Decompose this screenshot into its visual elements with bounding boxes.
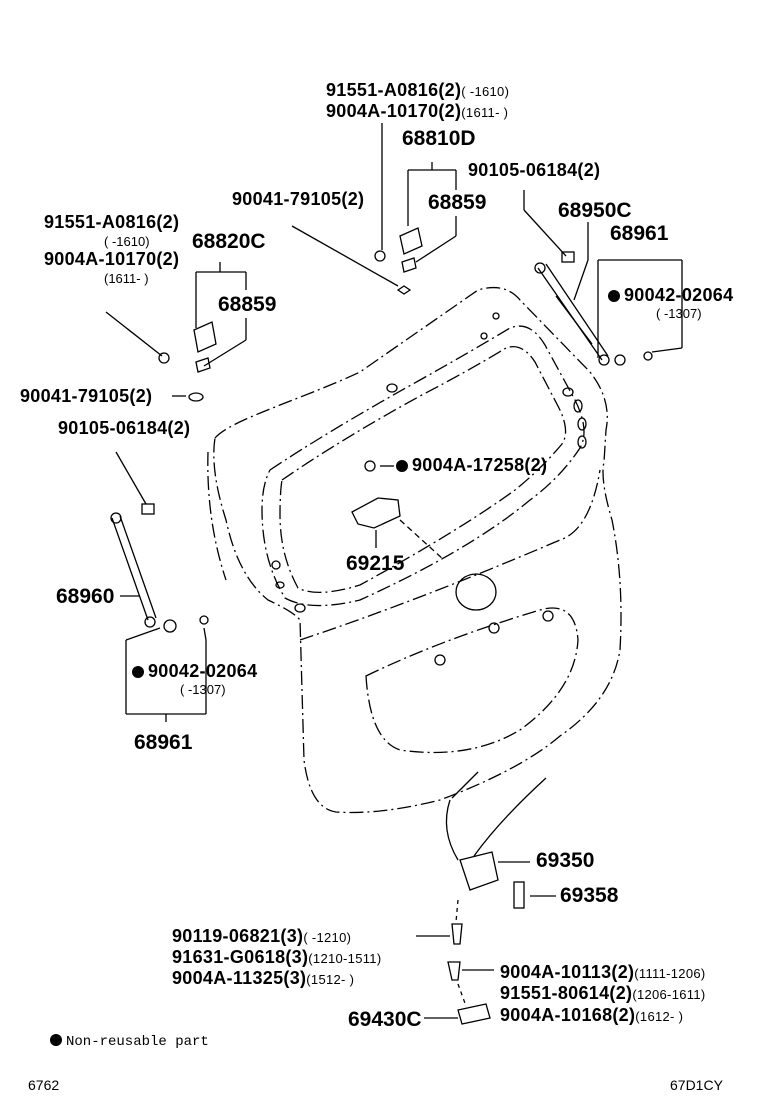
range-90042-02064-right: ( -1307) — [656, 306, 702, 321]
label-68859-left: 68859 — [218, 293, 277, 316]
hinge-68820c-icon — [158, 321, 217, 402]
label-9004a-10170-top: 9004A-10170(2)(1611- ) — [326, 101, 509, 121]
label-91551-a0816-top: 91551-A0816(2)( -1610) — [326, 80, 510, 100]
door-holes — [271, 312, 587, 666]
label-69430c: 69430C — [348, 1008, 422, 1031]
back-door-panel — [207, 286, 622, 814]
label-91631-g0618: 91631-G0618(3)(1210-1511) — [172, 947, 382, 967]
label-90041-79105-left: 90041-79105(2) — [20, 386, 153, 406]
lock-69350-icon — [445, 771, 547, 909]
range-90042-02064-left: ( -1307) — [180, 682, 226, 697]
label-90042-02064-right: 90042-02064 — [608, 285, 733, 306]
footer-left-code: 6762 — [28, 1077, 60, 1093]
label-90042-02064-left: 90042-02064 — [132, 661, 257, 682]
label-9004a-11325: 9004A-11325(3)(1512- ) — [172, 968, 355, 988]
label-91551-80614: 91551-80614(2)(1206-1611) — [500, 983, 706, 1003]
non-reusable-dot-icon — [50, 1034, 62, 1046]
label-90105-06184-left: 90105-06184(2) — [58, 418, 191, 438]
label-68961-right: 68961 — [610, 222, 669, 245]
range-91551-a0816-left: ( -1610) — [104, 234, 150, 249]
label-90105-06184-right: 90105-06184(2) — [468, 160, 601, 180]
non-reusable-dot-icon — [396, 460, 408, 472]
handle-69215-icon — [351, 460, 401, 529]
label-68859-top: 68859 — [428, 191, 487, 214]
leader-lines — [105, 123, 683, 1019]
legend: Non-reusable part — [50, 1034, 209, 1050]
non-reusable-dot-icon — [132, 666, 144, 678]
label-9004a-17258: 9004A-17258(2) — [396, 455, 547, 476]
label-68820c: 68820C — [192, 230, 266, 253]
label-68810d: 68810D — [402, 127, 476, 150]
hinge-68810d-icon — [374, 227, 423, 295]
non-reusable-dot-icon — [608, 290, 620, 302]
label-68961-left: 68961 — [134, 731, 193, 754]
label-69215: 69215 — [346, 552, 405, 575]
label-9004a-10170-left: 9004A-10170(2) — [44, 249, 180, 269]
legend-text: Non-reusable part — [66, 1034, 209, 1050]
gas-strut-68960-icon — [110, 503, 209, 633]
range-9004a-10170-left: (1611- ) — [104, 271, 149, 286]
label-68950c: 68950C — [558, 199, 632, 222]
gas-strut-68950c-icon — [534, 251, 653, 366]
label-9004a-10168: 9004A-10168(2)(1612- ) — [500, 1005, 684, 1025]
label-91551-a0816-left: 91551-A0816(2) — [44, 212, 180, 232]
label-68960: 68960 — [56, 585, 115, 608]
label-90041-79105-top: 90041-79105(2) — [232, 189, 365, 209]
label-90119-06821: 90119-06821(3)( -1210) — [172, 926, 352, 946]
bolt-icons — [447, 923, 491, 1025]
label-69358: 69358 — [560, 884, 619, 907]
label-9004a-10113: 9004A-10113(2)(1111-1206) — [500, 962, 706, 982]
footer-right-code: 67D1CY — [670, 1077, 723, 1093]
label-69350: 69350 — [536, 849, 595, 872]
